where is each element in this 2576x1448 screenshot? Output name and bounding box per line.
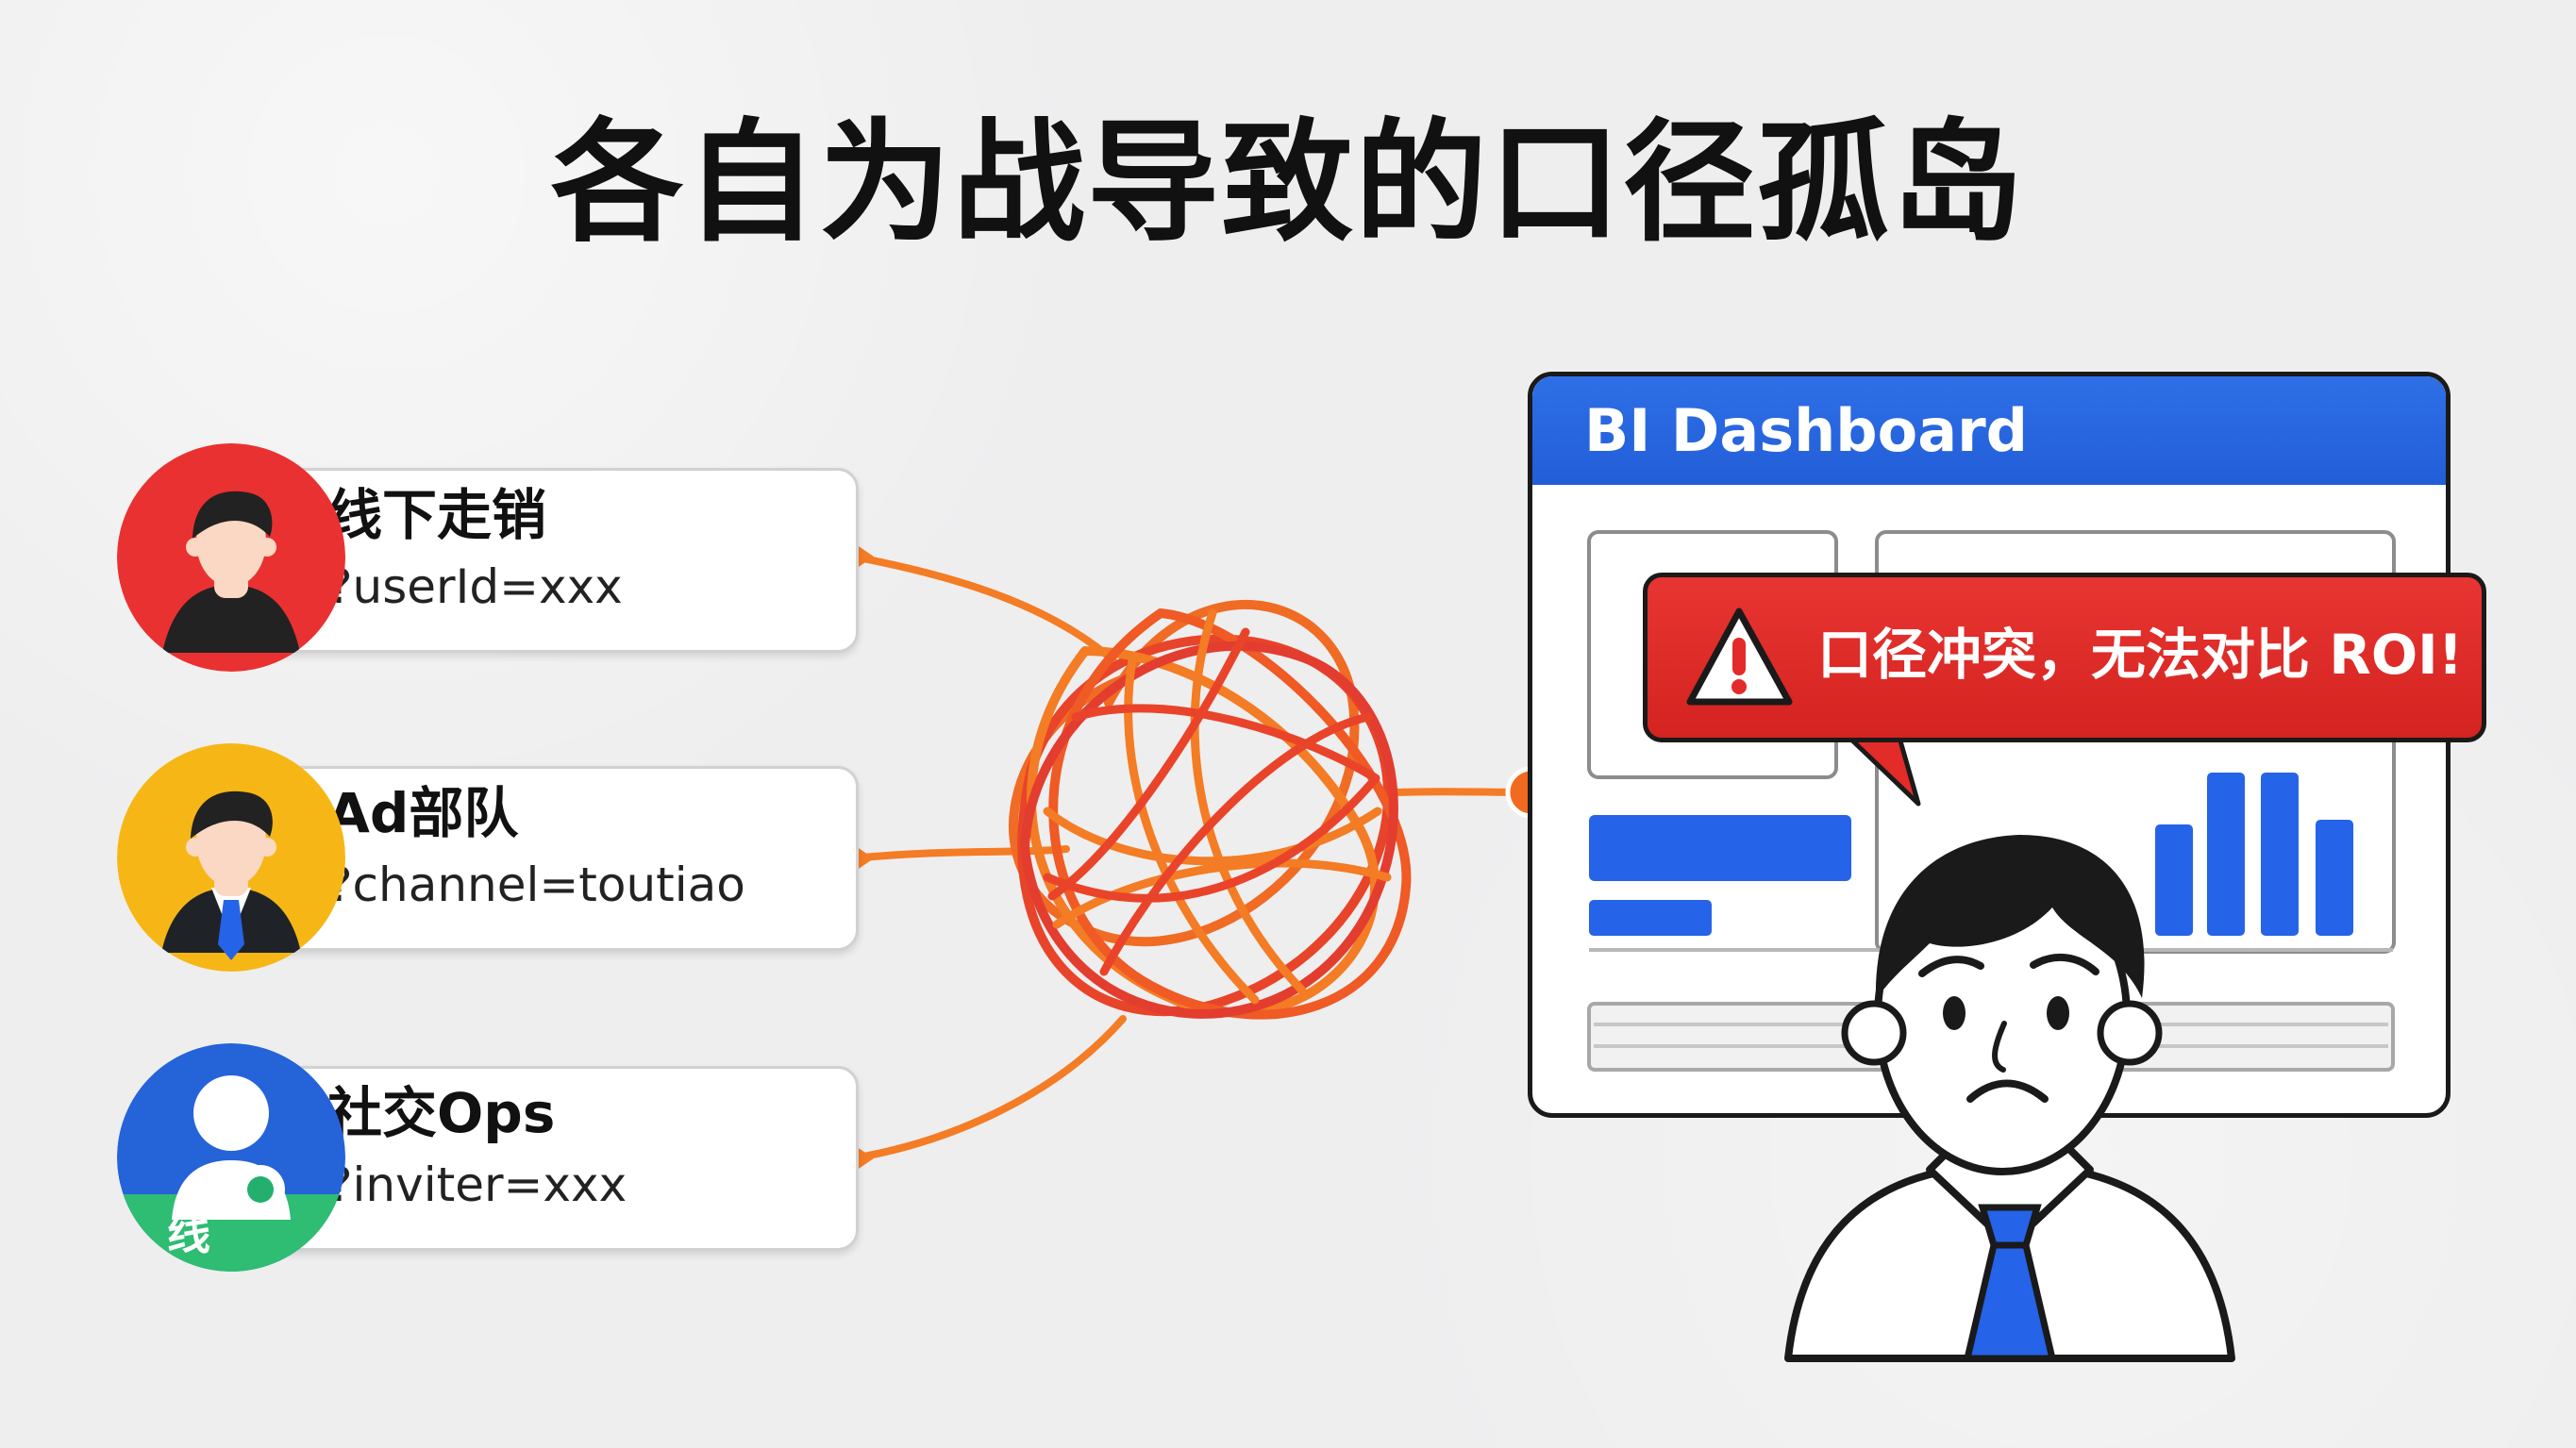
person-icon: [117, 443, 345, 672]
warning-icon: [1686, 607, 1793, 706]
source-parameter: ?inviter=xxx: [327, 1157, 627, 1212]
avatar-badge-text: 线: [167, 1208, 210, 1259]
source-name: 社交Ops: [327, 1081, 556, 1145]
worried-person-icon: [1784, 835, 2235, 1362]
user-icon: 线: [117, 1043, 345, 1272]
page-title: 各自为战导致的口径孤岛: [550, 107, 2025, 260]
person-icon: [117, 743, 345, 972]
source-card-offline-sales: 线下走销 ?userId=xxx: [235, 468, 859, 653]
alert-pointer: [1847, 736, 1921, 807]
source-parameter: ?userId=xxx: [327, 559, 623, 614]
alert-message: 口径冲突，无法对比 ROI!: [1817, 623, 2464, 687]
alert-callout: 口径冲突，无法对比 ROI!: [1643, 573, 2486, 742]
dashboard-header: BI Dashboard: [1532, 376, 2446, 485]
source-name: Ad部队: [327, 781, 519, 845]
source-name: 线下走销: [327, 483, 547, 547]
source-parameter: ?channel=toutiao: [327, 857, 745, 912]
dashboard-title: BI Dashboard: [1584, 396, 2029, 465]
